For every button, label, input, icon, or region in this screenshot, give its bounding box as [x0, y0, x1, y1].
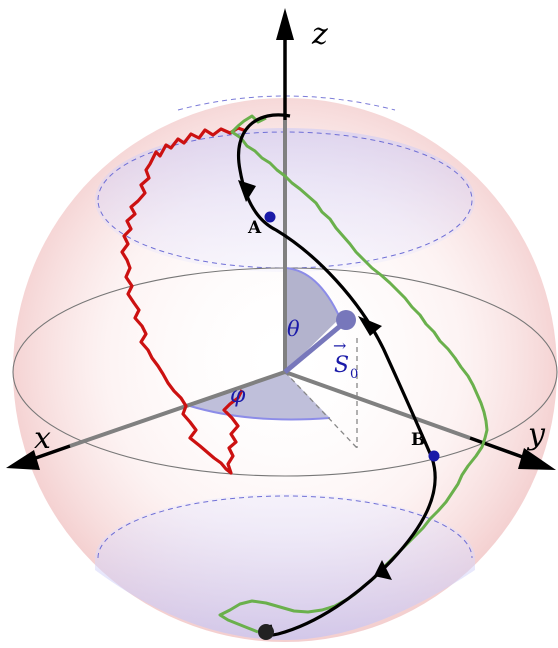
- north-cap-rim: [97, 131, 473, 269]
- point-b-label: B: [411, 430, 425, 450]
- s0-vector-subscript: 0: [350, 367, 358, 382]
- x-axis-outer: [29, 444, 71, 462]
- y-axis-outer: [469, 436, 529, 461]
- deterministic-path: [237, 113, 437, 637]
- phi-angle-arc: [189, 405, 331, 421]
- south-cap-rim: [97, 495, 473, 559]
- green-trajectory: [218, 114, 489, 634]
- path-direction-arrow-1: [238, 180, 256, 202]
- point-a-marker: [264, 211, 276, 223]
- x-axis-inner: [69, 370, 286, 448]
- x-axis-arrowhead: [6, 450, 40, 470]
- red-trajectory: [120, 126, 247, 475]
- y-axis-inner: [284, 370, 471, 440]
- x-axis-label: x: [34, 421, 51, 456]
- z-axis-label: z: [311, 17, 328, 52]
- z-axis-arrowhead: [276, 8, 294, 40]
- s0-vector-tip: [336, 310, 356, 330]
- point-b-marker: [428, 450, 440, 462]
- s0-vector-shaft: [283, 320, 347, 374]
- s0-vector-label: S: [334, 353, 349, 378]
- phi-label: φ: [230, 383, 246, 408]
- path-direction-arrow-3: [374, 560, 392, 580]
- path-end-marker: [258, 624, 274, 640]
- theta-angle-arc: [284, 267, 341, 319]
- south-cap: [95, 494, 475, 640]
- point-a-label: A: [247, 218, 262, 238]
- theta-label: θ: [287, 317, 300, 341]
- s0-vector-arrow-accent: →: [333, 336, 346, 355]
- y-axis-label: y: [526, 417, 546, 452]
- path-direction-arrow-2: [358, 316, 382, 336]
- y-axis-arrowhead: [518, 448, 556, 470]
